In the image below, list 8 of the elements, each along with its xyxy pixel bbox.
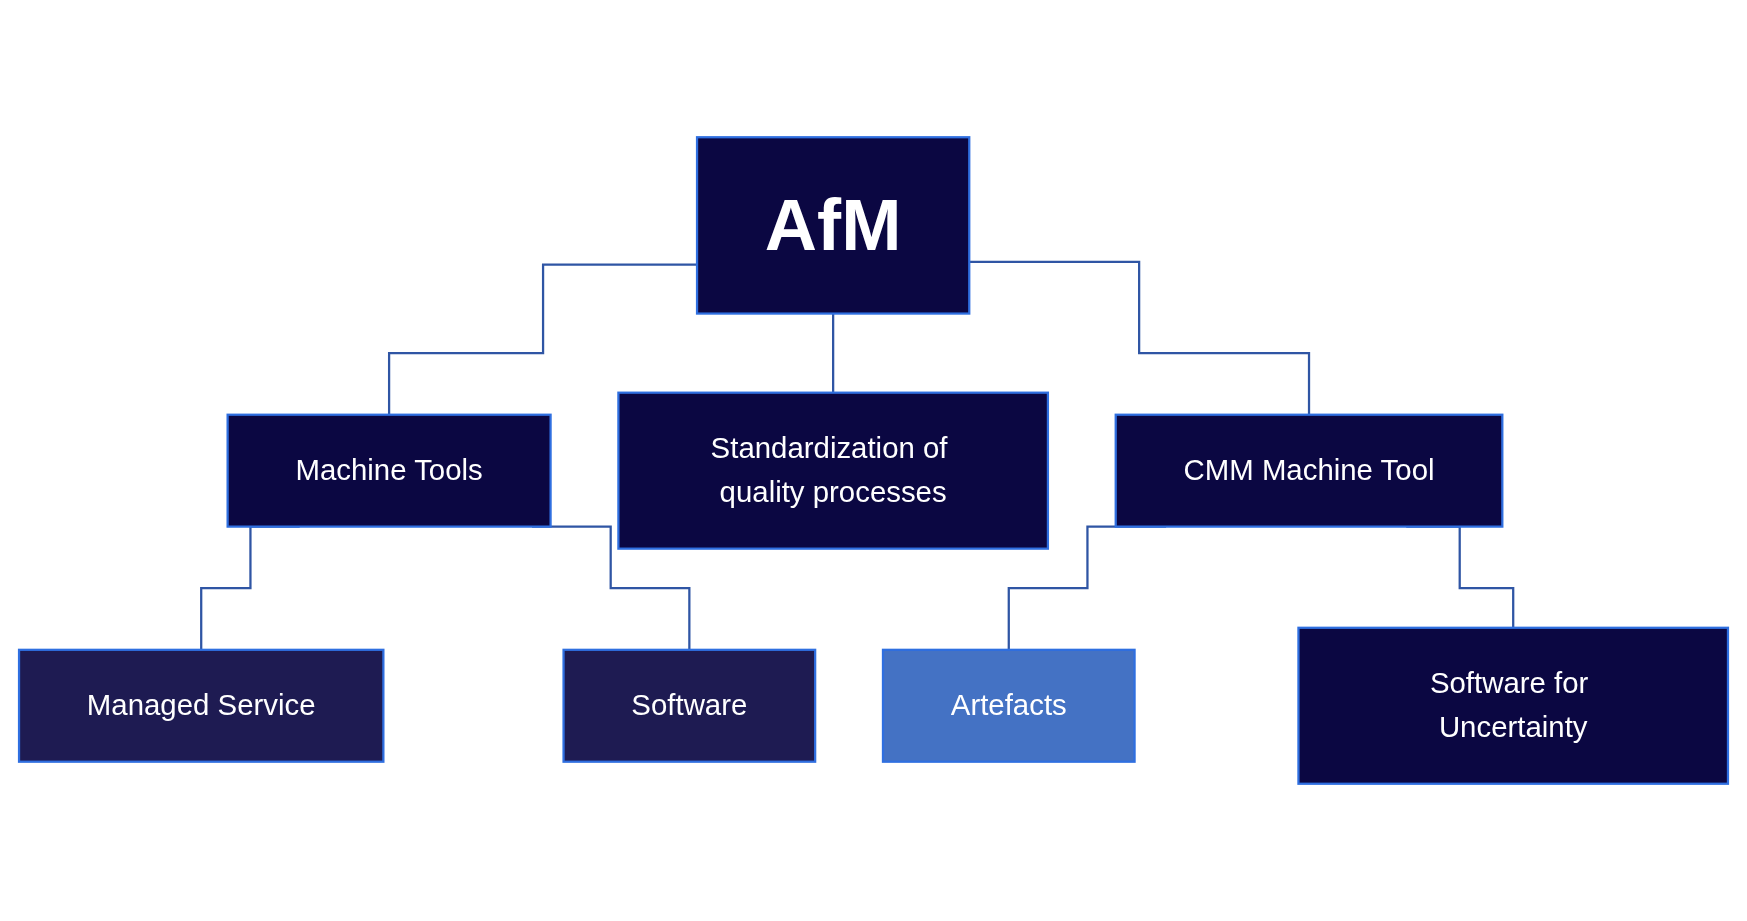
node-box: Standardization of quality processes bbox=[617, 391, 1050, 550]
node-box: Managed Service bbox=[17, 648, 385, 763]
node-box: Software bbox=[562, 648, 817, 763]
node-box: AfM bbox=[695, 136, 971, 315]
node-box: Artefacts bbox=[881, 648, 1136, 763]
node-box: Machine Tools bbox=[226, 413, 552, 528]
node-box: Software for Uncertainty bbox=[1297, 626, 1730, 785]
node-box: CMM Machine Tool bbox=[1114, 413, 1504, 528]
